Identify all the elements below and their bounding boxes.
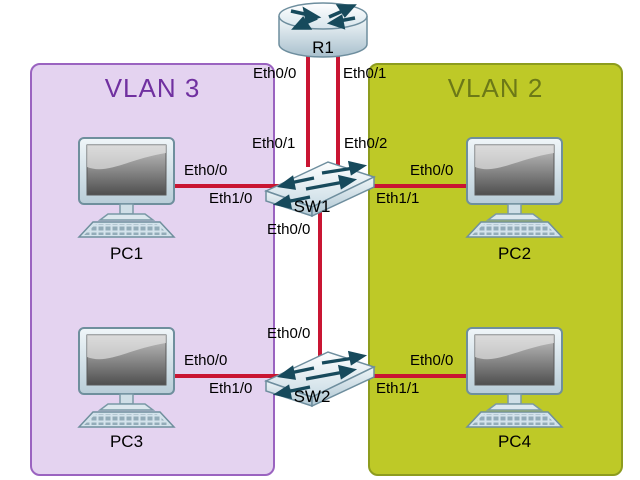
device-label-pc3: PC3 xyxy=(109,432,144,451)
port-label-sw1-eth1-0: Eth1/0 xyxy=(209,190,253,207)
link-r1-sw1-left[interactable] xyxy=(306,55,310,167)
link-pc1-sw1[interactable] xyxy=(170,184,283,188)
port-label-r1-eth0-1: Eth0/1 xyxy=(343,65,387,82)
device-label-pc2: PC2 xyxy=(497,244,532,263)
link-pc3-sw2[interactable] xyxy=(170,374,283,378)
switch-icon-sw2[interactable] xyxy=(262,347,378,407)
pc-icon-pc4[interactable] xyxy=(465,326,564,428)
switch-icon-sw1[interactable] xyxy=(262,157,378,217)
port-label-sw1-eth0-2: Eth0/2 xyxy=(344,135,388,152)
link-sw2-pc4[interactable] xyxy=(358,374,470,378)
vlan3-region[interactable]: VLAN 3 xyxy=(30,63,275,476)
port-label-pc4-eth0-0: Eth0/0 xyxy=(410,352,454,369)
port-label-pc2-eth0-0: Eth0/0 xyxy=(410,162,454,179)
device-label-r1: R1 xyxy=(312,38,334,57)
port-label-sw2-eth0-0: Eth0/0 xyxy=(267,325,311,342)
port-label-pc1-eth0-0: Eth0/0 xyxy=(184,162,228,179)
vlan3-label: VLAN 3 xyxy=(104,73,201,103)
port-label-r1-eth0-0: Eth0/0 xyxy=(253,65,297,82)
port-label-pc3-eth0-0: Eth0/0 xyxy=(184,352,228,369)
port-label-sw1-eth1-1: Eth1/1 xyxy=(376,190,420,207)
device-label-pc4: PC4 xyxy=(497,432,532,451)
port-label-sw1-eth0-1: Eth0/1 xyxy=(252,135,296,152)
pc-icon-pc1[interactable] xyxy=(77,136,176,238)
vlan2-label: VLAN 2 xyxy=(447,73,544,103)
pc-icon-pc3[interactable] xyxy=(77,326,176,428)
router-icon[interactable] xyxy=(277,2,369,60)
device-label-sw1: SW1 xyxy=(293,197,331,216)
port-label-sw2-eth1-0: Eth1/0 xyxy=(209,380,253,397)
device-label-sw2: SW2 xyxy=(293,387,331,406)
device-label-pc1: PC1 xyxy=(109,244,144,263)
port-label-sw1-eth0-0: Eth0/0 xyxy=(267,221,311,238)
link-sw1-pc2[interactable] xyxy=(358,184,470,188)
link-sw1-sw2[interactable] xyxy=(318,205,322,361)
pc-icon-pc2[interactable] xyxy=(465,136,564,238)
port-label-sw2-eth1-1: Eth1/1 xyxy=(376,380,420,397)
link-r1-sw1-right[interactable] xyxy=(336,55,340,167)
